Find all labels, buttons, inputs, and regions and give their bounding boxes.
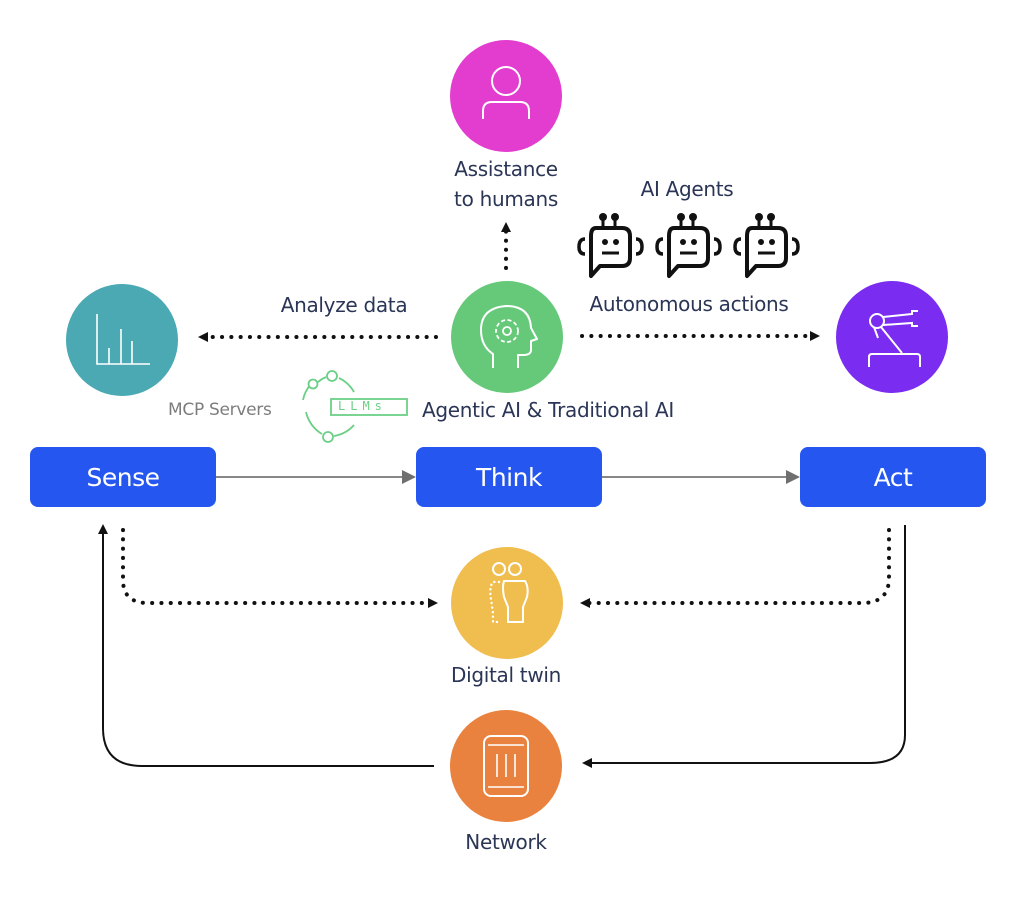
- act-to-twin-arrow: [580, 528, 891, 608]
- mcp-servers-label: MCP Servers: [168, 400, 272, 420]
- ai-agents-label: AI Agents: [640, 177, 734, 201]
- robot-arm-icon: [868, 310, 921, 367]
- sense-to-twin-arrow: [121, 528, 438, 608]
- person-icon: [482, 66, 530, 119]
- mcp-llms-graphic: [302, 370, 408, 443]
- assistance-node: [450, 40, 562, 152]
- digital-twin-icon: [489, 562, 529, 624]
- analyze-data-label: Analyze data: [280, 293, 408, 317]
- head-gear-icon: [480, 305, 538, 368]
- network-to-sense-arrow: [98, 524, 434, 767]
- bar-chart-icon: [96, 314, 150, 365]
- stage-sense[interactable]: Sense: [30, 447, 216, 507]
- digital-twin-node: [451, 547, 563, 659]
- stage-act[interactable]: Act: [800, 447, 986, 507]
- network-label: Network: [465, 830, 547, 854]
- llms-label: LLMs: [338, 399, 387, 413]
- ai-agent-icon: [655, 213, 722, 278]
- digital-twin-label: Digital twin: [450, 663, 562, 687]
- assistance-label-2: to humans: [454, 187, 558, 211]
- autonomous-actions-label: Autonomous actions: [589, 292, 789, 316]
- ai-agent-icon: [577, 213, 644, 278]
- analyze-node: [66, 284, 178, 396]
- ai-agent-icon: [733, 213, 800, 278]
- act-to-network-arrow: [582, 525, 906, 768]
- agentic-ai-label: Agentic AI & Traditional AI: [422, 398, 674, 422]
- network-device-icon: [483, 735, 529, 797]
- agentic-ai-node: [451, 281, 563, 393]
- robot-arm-node: [836, 281, 948, 393]
- stage-think[interactable]: Think: [416, 447, 602, 507]
- ai-agents-icons: [574, 212, 806, 282]
- network-node: [450, 710, 562, 822]
- assistance-label-1: Assistance: [454, 157, 558, 181]
